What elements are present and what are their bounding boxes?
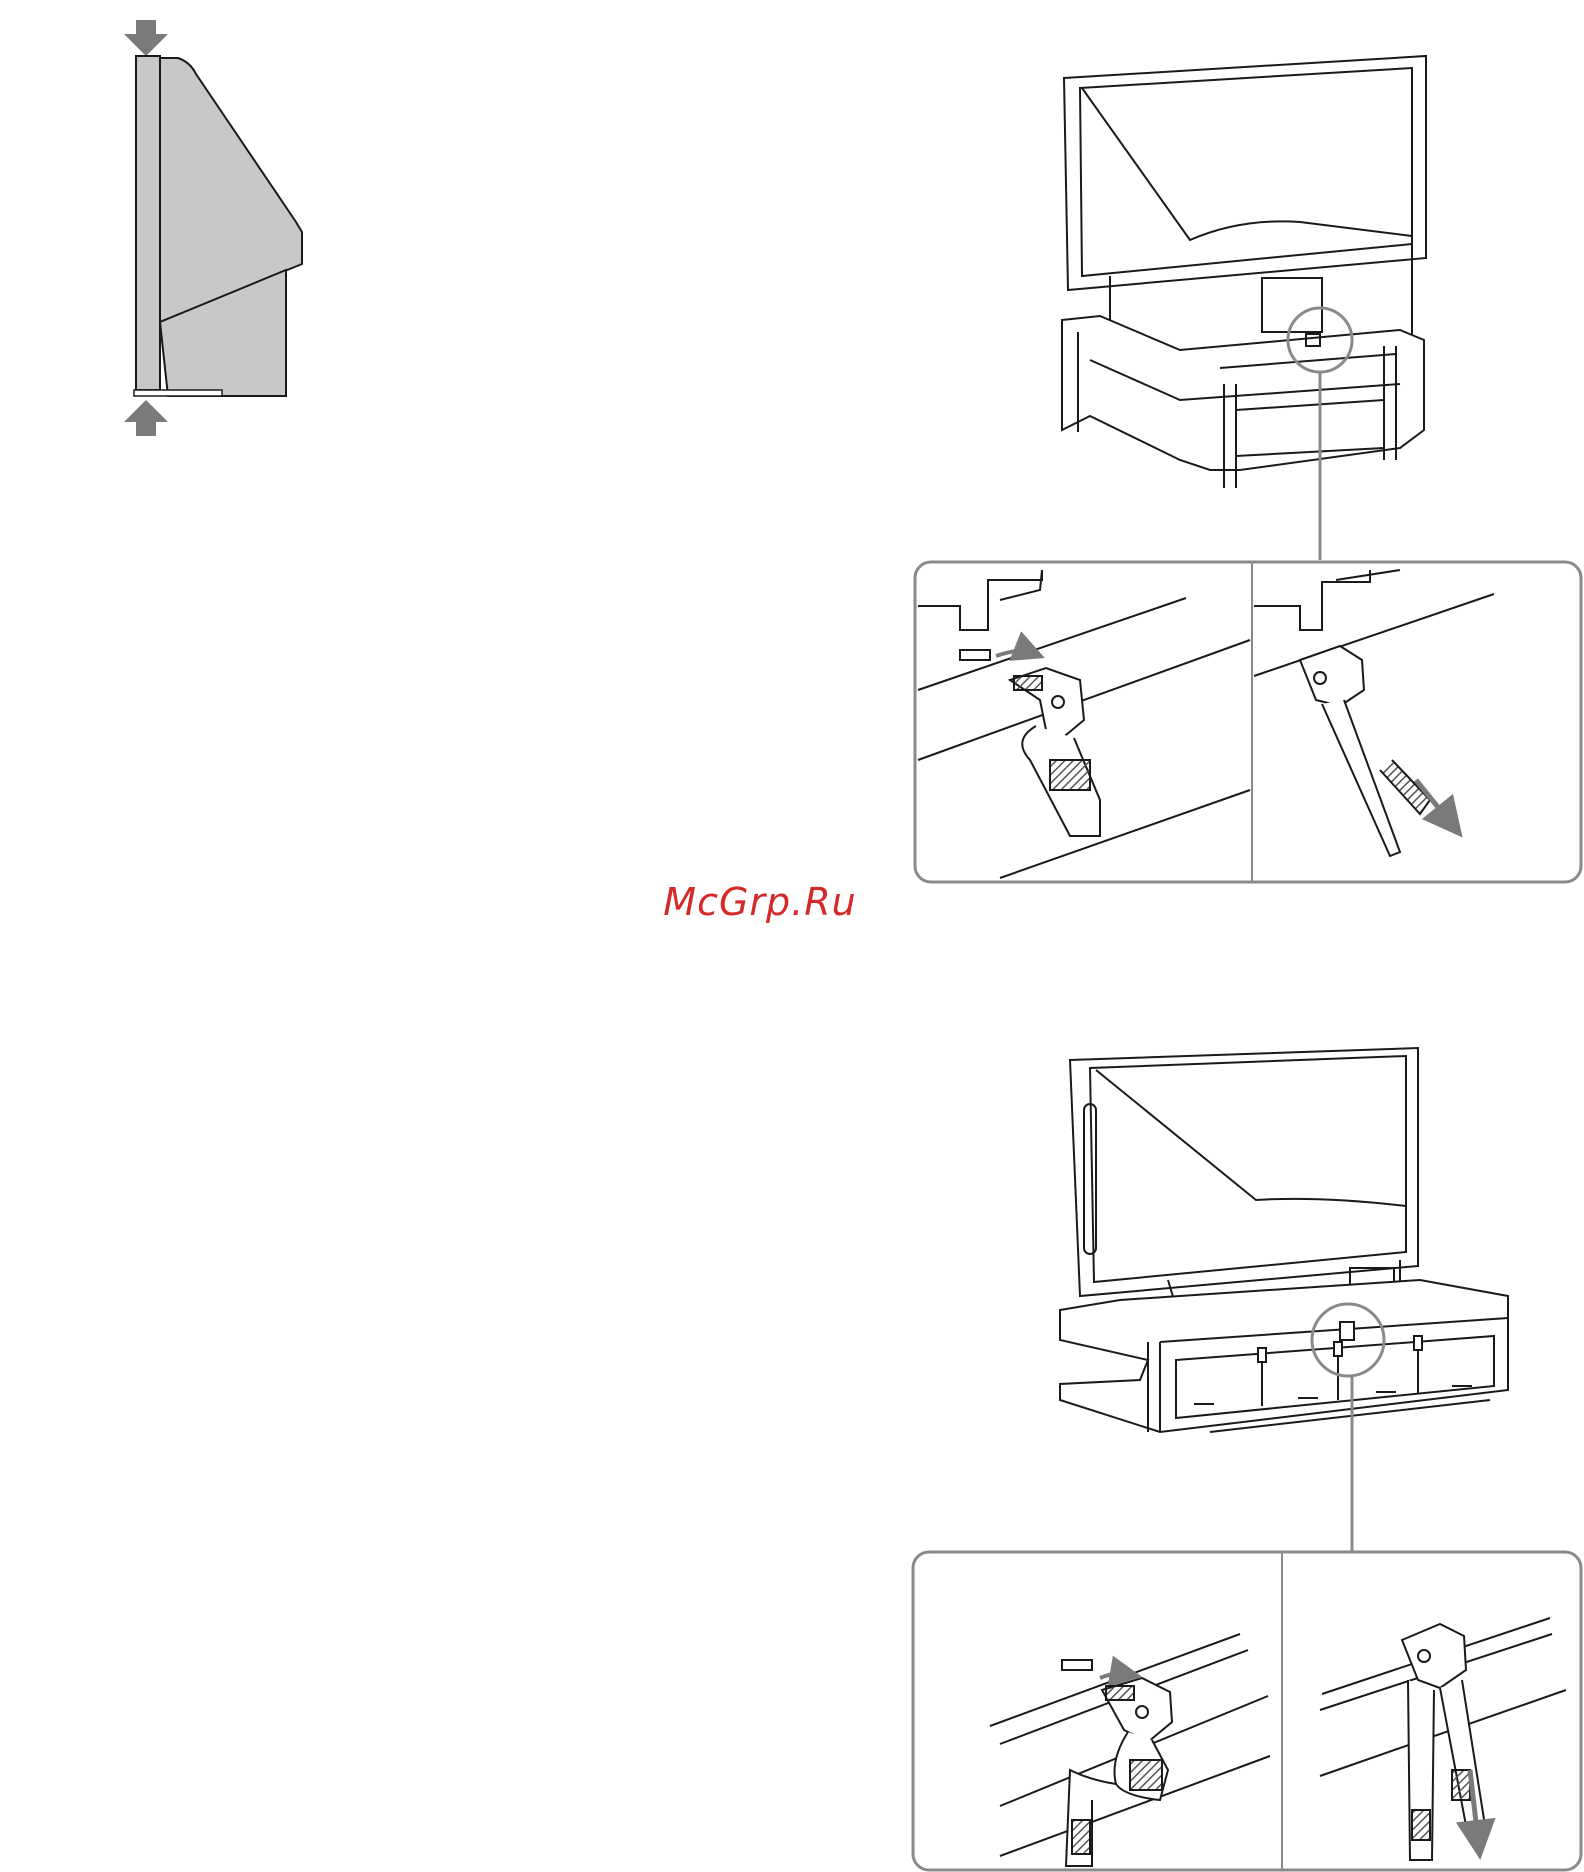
tv-side-view-diagram <box>124 20 302 436</box>
detail-panel-1 <box>915 562 1581 882</box>
tv-on-stand-rear-view-1 <box>1062 56 1426 488</box>
tv-front-panel <box>136 56 160 390</box>
arrow-up-icon <box>124 400 168 436</box>
tv-base-plate <box>134 390 222 396</box>
tv-on-stand-rear-view-2 <box>1060 1048 1508 1432</box>
arrow-down-icon <box>124 20 168 56</box>
watermark-text: McGrp.Ru <box>560 880 960 924</box>
